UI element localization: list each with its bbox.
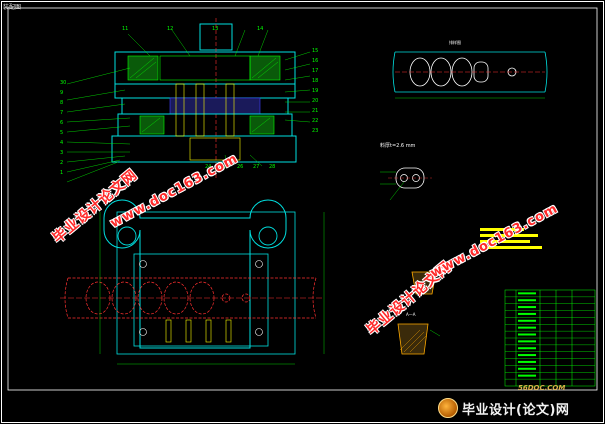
callout-top-2: 13 — [212, 26, 219, 32]
technical-notes — [480, 228, 542, 249]
parts-list-cell-mark — [518, 340, 536, 343]
brand-bar[interactable]: 毕业设计(论文)网 — [438, 397, 598, 419]
callout-top-3: 14 — [257, 26, 264, 32]
parts-list-cell-mark — [518, 306, 536, 309]
callout-top-0: 11 — [122, 26, 129, 32]
callout-right-5: 20 — [312, 98, 319, 104]
assembly-section-view — [66, 18, 311, 183]
parts-list-cell-mark — [518, 333, 536, 336]
material-thickness-note: 料厚t=2.6 mm — [380, 143, 416, 149]
callout-right-2: 17 — [312, 68, 319, 74]
callout-bottom-3: 27 — [253, 164, 260, 170]
parts-list-cell-mark — [518, 319, 536, 322]
strip-view-label: 排样图 — [449, 40, 461, 45]
callout-right-3: 18 — [312, 78, 319, 84]
callout-bottom-4: 28 — [269, 164, 276, 170]
brand-text: 毕业设计(论文)网 — [462, 402, 570, 418]
parts-list-cell-mark — [518, 292, 536, 295]
inner-frame — [7, 7, 598, 391]
strip-layout-view — [392, 51, 548, 99]
callout-bottom-0: 24 — [205, 164, 212, 170]
detail-section-view — [397, 271, 441, 355]
parts-list-rows — [505, 292, 595, 380]
callout-right-0: 15 — [312, 48, 319, 54]
plan-view — [60, 199, 325, 365]
callout-left-2: 8 — [60, 100, 64, 106]
callout-left-3: 7 — [60, 110, 64, 116]
callout-left-7: 3 — [60, 150, 64, 156]
callout-bottom-1: 25 — [221, 164, 228, 170]
callout-right-4: 19 — [312, 88, 319, 94]
disc-logo-icon — [438, 398, 458, 418]
parts-list-cell-mark — [518, 367, 536, 370]
callout-right-1: 16 — [312, 58, 319, 64]
parts-list-cell-mark — [518, 347, 536, 350]
detail-view-label: A—A — [406, 312, 416, 317]
callout-left-4: 6 — [60, 120, 64, 126]
callout-left-1: 9 — [60, 90, 64, 96]
callout-left-9: 1 — [60, 170, 64, 176]
parts-list-cell-mark — [518, 360, 536, 363]
parts-list-cell-mark — [518, 374, 536, 377]
callout-left-0: 30 — [60, 80, 67, 86]
callout-right-6: 21 — [312, 108, 319, 114]
callout-top-1: 12 — [167, 26, 174, 32]
callout-bottom-2: 26 — [237, 164, 244, 170]
callout-left-5: 5 — [60, 130, 64, 136]
site-url[interactable]: 56DOC.COM — [518, 384, 566, 392]
callout-right-8: 23 — [312, 128, 319, 134]
part-view — [380, 167, 432, 201]
parts-list-cell-mark — [518, 299, 536, 302]
drawing-title-label: 装配图 — [3, 4, 22, 11]
parts-list-cell-mark — [518, 354, 536, 357]
callout-left-6: 4 — [60, 140, 64, 146]
callout-right-7: 22 — [312, 118, 319, 124]
parts-list-cell-mark — [518, 312, 536, 315]
parts-list-cell-mark — [518, 326, 536, 329]
callout-left-8: 2 — [60, 160, 64, 166]
